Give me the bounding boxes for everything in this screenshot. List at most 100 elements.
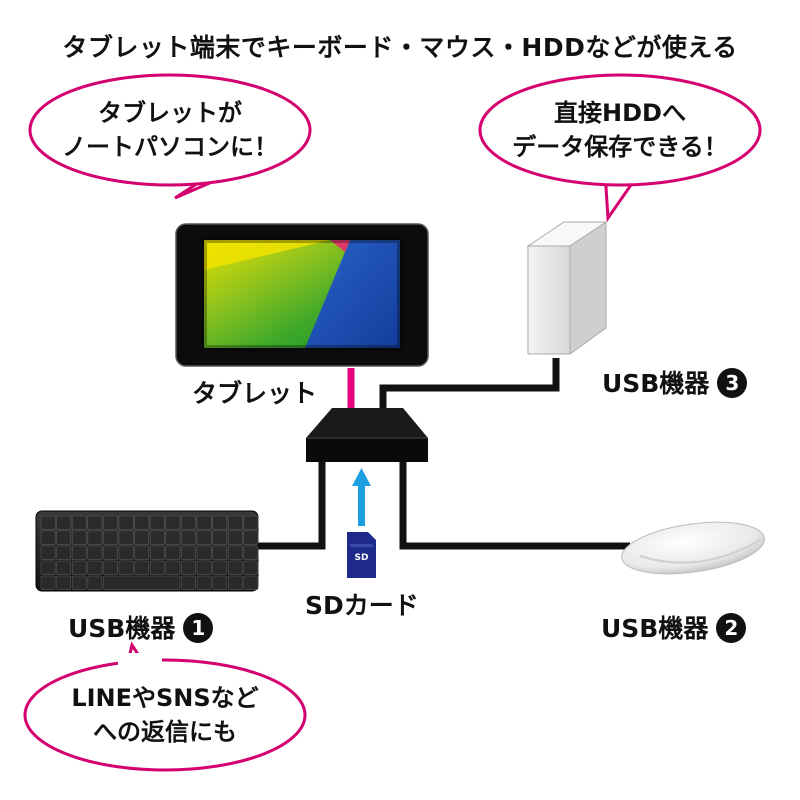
keyboard-key <box>243 530 259 545</box>
keyboard-key <box>40 530 56 545</box>
keyboard-key <box>103 530 118 545</box>
cable-usb2 <box>399 462 630 550</box>
bubble-keyboard-line2: への返信にも <box>93 718 237 746</box>
keyboard-key <box>56 560 72 575</box>
keyboard-key <box>227 545 243 560</box>
number-3-badge: 3 <box>717 368 748 398</box>
bubble-keyboard-text: LINEやSNSなど への返信にも <box>25 681 305 749</box>
keyboard-key <box>165 560 181 575</box>
bubble-hdd-outline <box>478 73 762 187</box>
page-title: タブレット端末でキーボード・マウス・HDDなどが使える <box>62 33 738 62</box>
keyboard-key <box>196 575 212 590</box>
keyboard-key <box>71 575 87 590</box>
keyboard-key <box>196 560 212 575</box>
keyboard-key <box>212 560 228 575</box>
keyboard-key <box>134 515 150 530</box>
keyboard-key <box>56 530 72 545</box>
keyboard-key <box>134 545 150 560</box>
keyboard-key <box>134 560 150 575</box>
bubble-keyboard-line1: LINEやSNSなど <box>71 684 259 712</box>
sd-card-label: SDカード <box>305 591 419 620</box>
keyboard-key <box>149 530 165 545</box>
keyboard-key <box>149 545 165 560</box>
keyboard-key <box>71 515 87 530</box>
keyboard-key <box>103 515 118 530</box>
keyboard-key <box>149 560 165 575</box>
keyboard-key <box>71 560 87 575</box>
keyboard-key <box>87 560 103 575</box>
keyboard-key <box>40 560 56 575</box>
keyboard-key <box>87 515 103 530</box>
keyboard-key <box>227 515 243 530</box>
keyboard-key <box>103 545 118 560</box>
keyboard-key <box>165 515 181 530</box>
keyboard-key <box>149 515 165 530</box>
sd-insert-arrow <box>352 468 371 526</box>
sd-logo: SD <box>355 553 369 563</box>
bubble-tablet-line1: タブレットが <box>98 99 242 127</box>
bubble-tablet-text: タブレットが ノートパソコンに！ <box>30 96 310 164</box>
bubble-tablet-line2: ノートパソコンに！ <box>62 133 278 161</box>
keyboard-key <box>118 545 134 560</box>
keyboard-keys <box>40 515 259 590</box>
keyboard-key <box>87 545 103 560</box>
keyboard-key <box>227 560 243 575</box>
keyboard-key <box>181 575 196 590</box>
keyboard-key <box>243 545 259 560</box>
keyboard-key <box>181 530 196 545</box>
keyboard-key <box>118 515 134 530</box>
keyboard-key <box>243 515 259 530</box>
keyboard-key <box>181 560 196 575</box>
keyboard-spacebar <box>103 575 181 590</box>
keyboard-key <box>87 530 103 545</box>
keyboard-key <box>56 545 72 560</box>
keyboard-key <box>227 575 243 590</box>
keyboard-key <box>212 515 228 530</box>
bubble-hdd-line1: 直接HDDへ <box>554 99 686 127</box>
keyboard-key <box>212 545 228 560</box>
keyboard-key <box>87 575 103 590</box>
usb-cables <box>258 358 630 550</box>
keyboard-key <box>212 575 228 590</box>
keyboard-key <box>181 545 196 560</box>
usb-device-3-text: USB機器 <box>602 369 710 398</box>
hdd-device <box>526 221 608 355</box>
cable-usb3 <box>379 358 560 408</box>
cable-usb1 <box>258 462 326 550</box>
keyboard-key <box>212 530 228 545</box>
keyboard-key <box>40 515 56 530</box>
usb-device-1-text: USB機器 <box>68 614 176 643</box>
keyboard-key <box>196 530 212 545</box>
keyboard-key <box>165 545 181 560</box>
sd-card-icon: SD <box>347 532 376 578</box>
keyboard-key <box>181 515 196 530</box>
number-2-badge: 2 <box>716 613 747 643</box>
number-1-badge: 1 <box>183 613 214 643</box>
bubble-hdd-line2: データ保存できる！ <box>512 133 728 161</box>
keyboard-key <box>196 515 212 530</box>
keyboard-key <box>243 575 259 590</box>
bubble-keyboard <box>23 641 307 772</box>
tablet-label: タブレット <box>192 379 318 408</box>
mouse-device <box>621 521 765 575</box>
tablet-device <box>175 223 429 367</box>
keyboard-key <box>227 530 243 545</box>
keyboard-key <box>118 560 134 575</box>
keyboard-key <box>40 545 56 560</box>
keyboard-key <box>196 545 212 560</box>
keyboard-key <box>71 530 87 545</box>
keyboard-key <box>243 560 259 575</box>
keyboard-key <box>56 575 72 590</box>
keyboard-key <box>71 545 87 560</box>
bubble-hdd-text: 直接HDDへ データ保存できる！ <box>480 96 760 164</box>
bubble-tablet-outline <box>28 73 312 187</box>
keyboard-key <box>134 530 150 545</box>
keyboard-key <box>118 530 134 545</box>
usb-device-2-text: USB機器 <box>601 614 709 643</box>
bubble-keyboard-outline <box>23 658 307 772</box>
bubble-tablet <box>28 73 312 200</box>
